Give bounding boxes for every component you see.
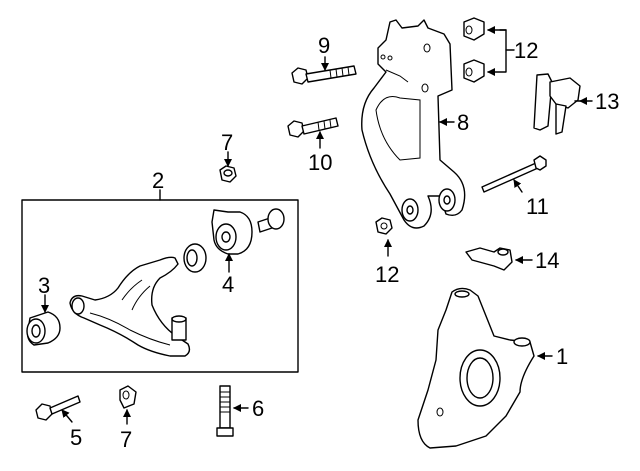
callout-6[interactable]: 6 — [252, 396, 264, 421]
callout-12-lower[interactable]: 12 — [375, 262, 399, 287]
front-bushing-part[interactable] — [26, 311, 61, 346]
nut-part-12b[interactable] — [463, 59, 485, 83]
nut-part-12a[interactable] — [463, 17, 485, 41]
upper-control-arm-part[interactable] — [361, 19, 466, 229]
rear-bushing-part[interactable] — [211, 209, 253, 255]
callout-11[interactable]: 11 — [526, 194, 549, 219]
callout-12-top[interactable]: 12 — [514, 38, 538, 63]
lower-control-arm-part[interactable] — [69, 256, 191, 357]
callout-1[interactable]: 1 — [556, 344, 568, 369]
nut-part-top[interactable] — [219, 165, 237, 183]
callout-14[interactable]: 14 — [535, 248, 559, 273]
nut-part-bottom[interactable] — [119, 385, 137, 409]
bolt-part-10[interactable] — [287, 117, 339, 138]
callout-2[interactable]: 2 — [152, 168, 164, 193]
callout-4[interactable]: 4 — [222, 272, 234, 297]
steering-knuckle-part[interactable] — [417, 287, 535, 449]
callout-10[interactable]: 10 — [308, 150, 332, 175]
arrow-12-bracket — [487, 29, 507, 76]
nut-part-12c[interactable] — [375, 217, 393, 235]
bracket-part[interactable] — [465, 247, 513, 271]
callout-3[interactable]: 3 — [38, 273, 50, 298]
leader-lines — [41, 26, 593, 425]
callout-5[interactable]: 5 — [70, 425, 82, 450]
arrow-11 — [513, 179, 523, 193]
washer-part[interactable] — [183, 243, 207, 273]
bolt-part-6[interactable] — [216, 385, 234, 437]
callout-7-bottom[interactable]: 7 — [120, 427, 132, 452]
bolt-part-9[interactable] — [291, 65, 357, 85]
callout-8[interactable]: 8 — [457, 110, 469, 135]
callout-9[interactable]: 9 — [318, 33, 330, 58]
arrow-5 — [61, 409, 73, 423]
ball-joint-part[interactable] — [533, 73, 581, 135]
bolt-part-5[interactable] — [35, 395, 81, 421]
bushing-bolt-part[interactable] — [257, 208, 285, 233]
callout-13[interactable]: 13 — [595, 89, 619, 114]
callout-7-top[interactable]: 7 — [221, 130, 233, 155]
bolt-part-11[interactable] — [481, 155, 547, 193]
